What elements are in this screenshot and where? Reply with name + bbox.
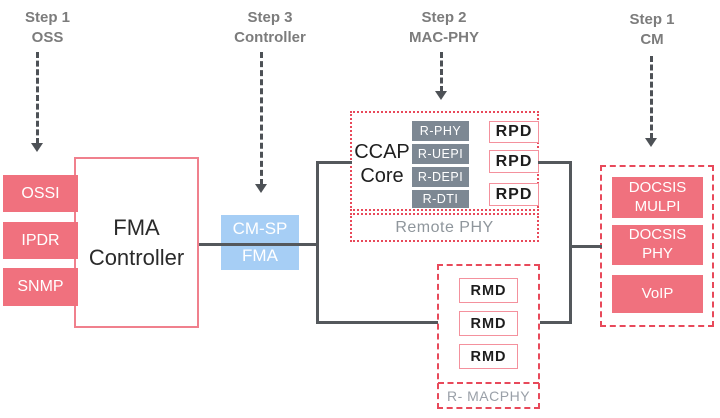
arrowhead-cm <box>645 138 657 147</box>
step-label-oss-line2: OSS <box>31 29 64 47</box>
ossi-box: OSSI <box>3 175 78 212</box>
snmp-box: SNMP <box>3 268 78 306</box>
rpd-box-3: RPD <box>489 183 539 206</box>
fma-label: FMA <box>242 246 278 266</box>
ossi-label: OSSI <box>21 184 60 202</box>
line-fma-to-interface <box>199 243 318 246</box>
step-label-controller-line2: Controller <box>234 29 306 47</box>
rmd-box-1: RMD <box>459 278 518 303</box>
dashed-arrow-oss <box>36 52 39 144</box>
dashed-arrow-controller <box>260 52 263 185</box>
dashed-arrow-cm <box>650 56 653 139</box>
rmacphy-caption: R- MACPHY <box>446 387 531 404</box>
line-to-ccap <box>316 161 352 164</box>
fma-controller-line2: Controller <box>88 244 185 270</box>
docsis-mulpi-box: DOCSIS MULPI <box>612 177 703 218</box>
proto-box-rdepi: R-DEPI <box>412 167 469 187</box>
rpd-box-2: RPD <box>489 150 539 173</box>
docsis-phy-line2: PHY <box>642 245 673 262</box>
step-label-macphy: Step 2 MAC-PHY <box>388 8 500 49</box>
step-label-cm-line1: Step 1 <box>629 11 675 28</box>
arrowhead-macphy <box>435 91 447 100</box>
ipdr-label: IPDR <box>21 231 60 249</box>
rpd-label-1: RPD <box>495 123 533 140</box>
step-label-cm-line2: CM <box>640 31 664 49</box>
docsis-mulpi-line2: MULPI <box>634 197 681 215</box>
step-label-cm: Step 1 CM <box>600 10 704 51</box>
proto-box-rphy: R-PHY <box>412 121 469 141</box>
line-branch-right <box>569 161 572 324</box>
dashed-arrow-macphy <box>440 52 443 92</box>
rmd-label-2: RMD <box>470 315 507 332</box>
line-rmacphy-out <box>540 321 571 324</box>
rmacphy-divider <box>438 382 539 384</box>
rmd-box-2: RMD <box>459 311 518 336</box>
arrowhead-controller <box>255 184 267 193</box>
step-label-macphy-line2: MAC-PHY <box>409 29 479 47</box>
rpd-box-1: RPD <box>489 121 539 143</box>
snmp-label: SNMP <box>17 278 64 295</box>
step-label-macphy-line1: Step 2 <box>421 9 467 26</box>
proto-box-rdti: R-DTI <box>412 190 469 208</box>
fma-controller-box: FMA Controller <box>74 157 199 328</box>
rmd-label-3: RMD <box>470 348 507 365</box>
rmd-box-3: RMD <box>459 344 518 369</box>
rpd-label-3: RPD <box>495 185 533 203</box>
voip-label: VoIP <box>641 284 674 302</box>
rmacphy-frame <box>437 264 540 409</box>
line-to-cm <box>569 245 602 248</box>
rdti-label: R-DTI <box>422 192 459 206</box>
line-branch-left <box>316 161 319 324</box>
proto-box-ruepi: R-UEPI <box>412 144 469 164</box>
cmsp-fma-interface-box: CM-SP FMA <box>221 215 299 270</box>
remote-phy-caption: Remote PHY <box>395 218 494 236</box>
step-label-oss-line1: Step 1 <box>24 9 70 26</box>
ccap-core-label-line2: Core <box>360 164 404 187</box>
docsis-phy-line1: DOCSIS <box>628 226 687 244</box>
ccap-core-label-line1: CCAP <box>354 141 410 163</box>
step-label-oss: Step 1 OSS <box>5 8 90 49</box>
docsis-mulpi-line1: DOCSIS <box>628 178 687 196</box>
rphy-label: R-PHY <box>419 124 462 138</box>
ruepi-label: R-UEPI <box>417 147 464 161</box>
fma-controller-line1: FMA <box>113 214 160 240</box>
cmsp-label: CM-SP <box>232 218 288 238</box>
line-rpd-out <box>538 161 572 164</box>
ipdr-box: IPDR <box>3 222 78 259</box>
step-label-controller: Step 3 Controller <box>212 8 328 49</box>
docsis-phy-box: DOCSIS PHY <box>612 225 703 265</box>
rmd-label-1: RMD <box>470 282 507 299</box>
step-label-controller-line1: Step 3 <box>247 9 293 26</box>
voip-box: VoIP <box>612 275 703 313</box>
remote-phy-frame <box>350 213 539 242</box>
rdepi-label: R-DEPI <box>417 170 464 184</box>
arrowhead-oss <box>31 143 43 152</box>
ccap-core-label: CCAP Core <box>352 141 412 188</box>
rpd-label-2: RPD <box>495 152 533 170</box>
line-to-rmacphy <box>316 321 438 324</box>
